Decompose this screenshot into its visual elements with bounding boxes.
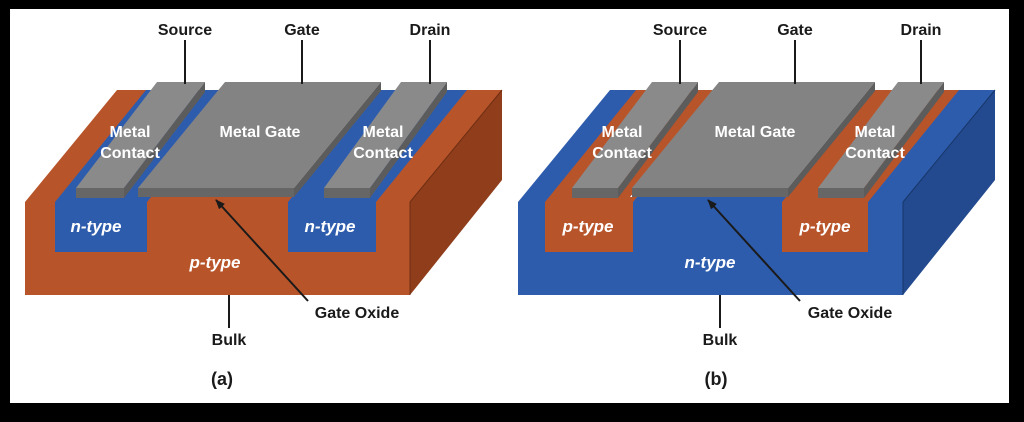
metal-contact-left-top (76, 82, 205, 188)
metal-gate-side (294, 82, 381, 197)
gate-label: Gate (284, 22, 320, 39)
gate-oxide-label: Gate Oxide (315, 305, 400, 322)
substrate-label: p-type (189, 253, 241, 272)
well-left (55, 202, 147, 252)
metal-contact-left-front (76, 188, 124, 198)
metal-contact-right-line1: Metal (363, 124, 404, 141)
metal-gate-top (138, 82, 381, 188)
metal-gate-top (632, 82, 875, 188)
metal-contact-left-line1: Metal (602, 124, 643, 141)
metal-contact-right-line1: Metal (855, 124, 896, 141)
well-left-label: p-type (562, 217, 614, 236)
metal-gate-side (788, 82, 875, 197)
metal-contact-left-side (618, 82, 698, 198)
metal-contact-right-side (370, 82, 447, 198)
metal-contact-right-top (324, 82, 447, 188)
metal-contact-right-line2: Contact (353, 145, 413, 162)
drain-label: Drain (901, 22, 942, 39)
metal-contact-right-side (864, 82, 944, 198)
metal-gate-label: Metal Gate (220, 124, 301, 141)
gate-oxide-arrow (215, 199, 309, 302)
metal-gate-front (138, 188, 294, 197)
bulk-label: Bulk (212, 332, 247, 349)
well-right-label: p-type (799, 217, 851, 236)
metal-contact-right-line2: Contact (845, 145, 905, 162)
panel-a-caption: (a) (211, 369, 233, 389)
substrate-right-face (903, 90, 995, 295)
gate-oxide-arrow (707, 199, 801, 302)
well-left-label: n-type (71, 217, 122, 236)
panel-b-caption: (b) (705, 369, 728, 389)
panel-a: Source Gate Drain Metal Contact Metal Ga… (25, 22, 503, 389)
well-left (545, 202, 633, 252)
metal-contact-right-top (818, 82, 944, 188)
metal-contact-left-front (572, 188, 618, 198)
well-right (782, 202, 868, 252)
drain-label: Drain (410, 22, 451, 39)
source-label: Source (158, 22, 212, 39)
substrate-right-face (410, 90, 502, 295)
well-right-label: n-type (305, 217, 356, 236)
metal-contact-right-front (324, 188, 370, 198)
gate-label: Gate (777, 22, 813, 39)
metal-contact-left-top (572, 82, 698, 188)
metal-gate-label: Metal Gate (715, 124, 796, 141)
source-label: Source (653, 22, 707, 39)
well-right (288, 202, 376, 252)
metal-contact-left-line2: Contact (592, 145, 652, 162)
gate-oxide-label: Gate Oxide (808, 305, 893, 322)
panel-b: Source Gate Drain Metal Contact Metal Ga… (518, 22, 996, 389)
metal-contact-right-front (818, 188, 864, 198)
substrate-label: n-type (685, 253, 736, 272)
metal-contact-left-line1: Metal (110, 124, 151, 141)
bulk-label: Bulk (703, 332, 738, 349)
metal-gate-front (632, 188, 788, 197)
metal-contact-left-side (124, 82, 205, 198)
metal-contact-left-line2: Contact (100, 145, 160, 162)
